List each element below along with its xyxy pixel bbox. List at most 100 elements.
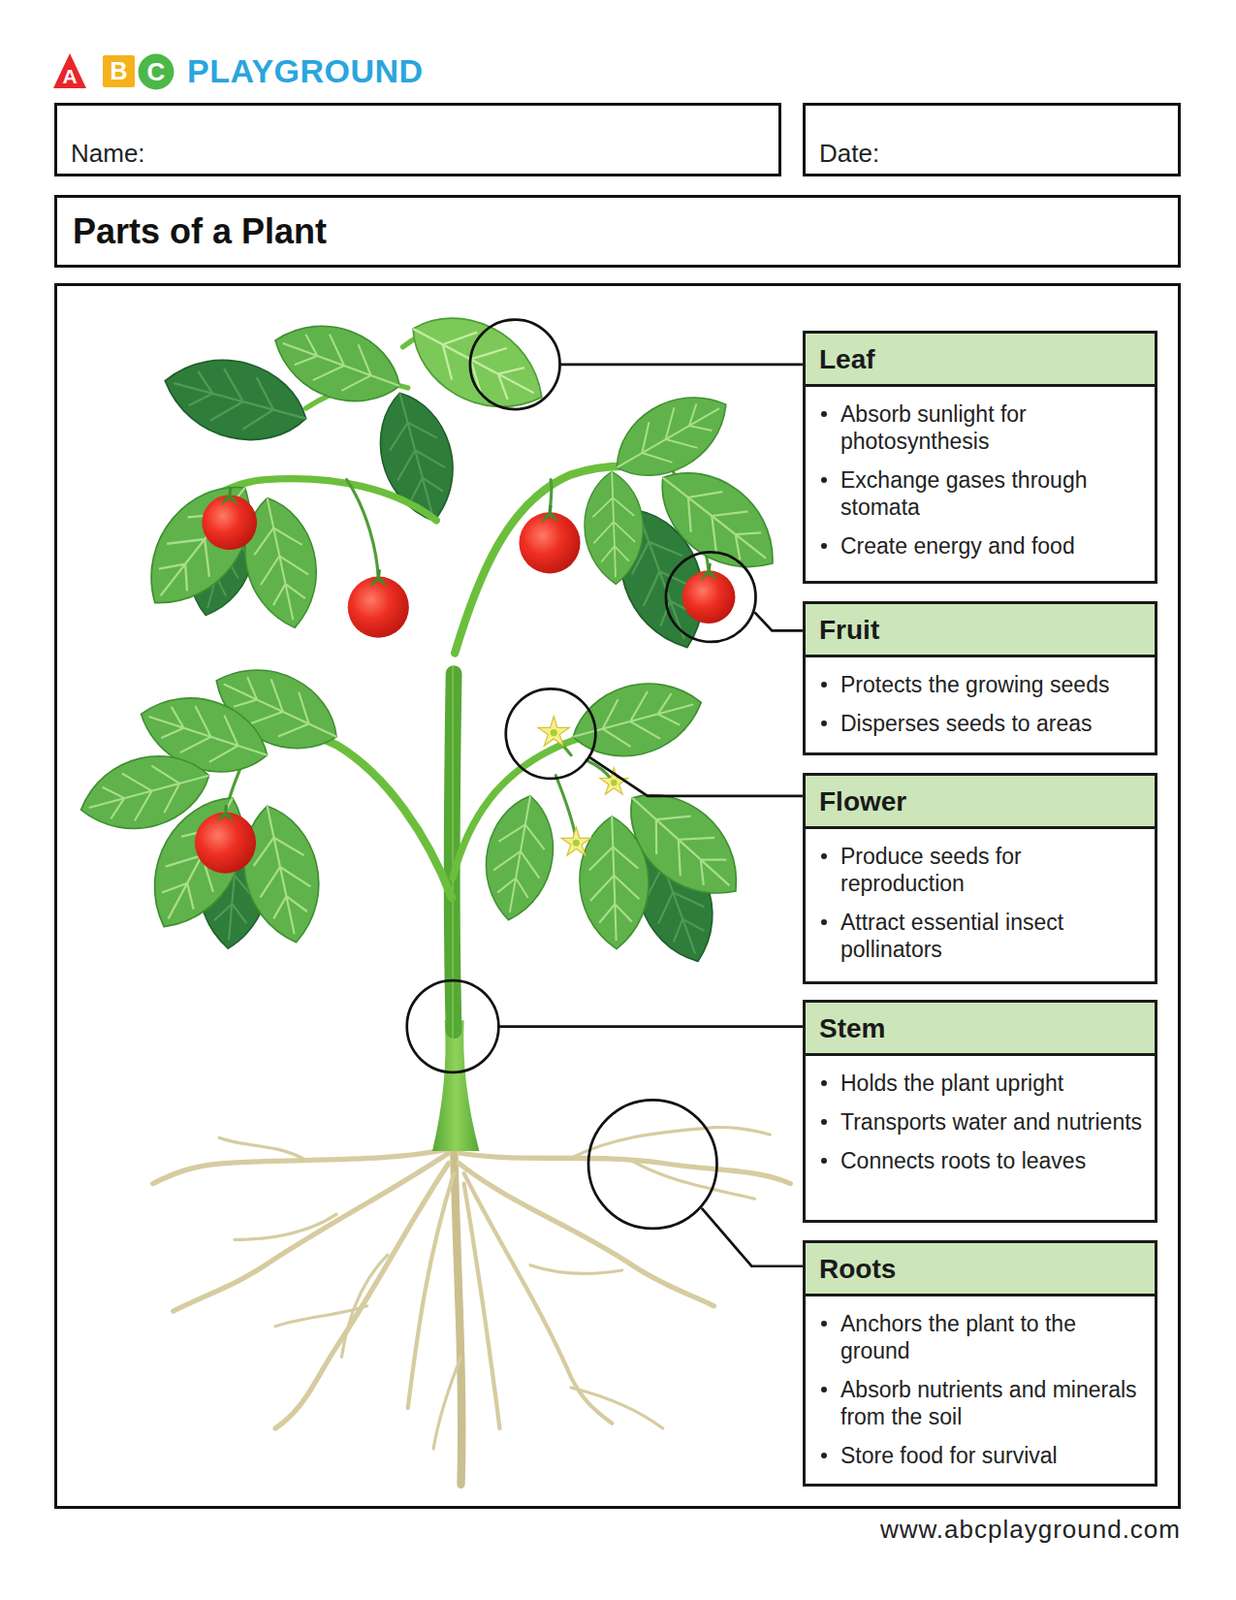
bullet-item: Absorb sunlight for photosynthesis [805, 400, 1147, 455]
bullet-item: Transports water and nutrients [805, 1108, 1147, 1136]
box-heading: Stem [819, 1011, 1141, 1046]
bullet-dot [821, 1452, 827, 1458]
info-box: LeafAbsorb sunlight for photosynthesisEx… [802, 330, 1158, 584]
bullet-item: Store food for survival [805, 1441, 1147, 1469]
leaves-front [582, 470, 645, 585]
logo-letter: A [52, 52, 88, 89]
leaves-front [395, 294, 561, 431]
box-header: Flower [805, 775, 1155, 829]
bullet-text: Produce seeds for reproduction [840, 842, 1147, 897]
roots [341, 1254, 387, 1357]
roots [408, 1172, 454, 1408]
box-header: Roots [805, 1242, 1155, 1297]
info-box: RootsAnchors the plant to the groundAbso… [802, 1239, 1158, 1487]
brand-word: PLAYGROUND [187, 51, 424, 91]
leaves-front [130, 780, 267, 946]
bullet-dot [821, 476, 827, 483]
box-heading: Roots [819, 1251, 1141, 1286]
leaves-front [564, 668, 710, 770]
tomatoes [348, 576, 410, 638]
bullet-text: Protects the growing seeds [840, 670, 1147, 698]
leaves-front [475, 790, 563, 926]
logo-letter: C [137, 53, 175, 91]
flowers [561, 826, 591, 856]
box-header: Leaf [805, 333, 1155, 387]
bullet-dot [821, 1118, 827, 1125]
bullet-dot [821, 542, 827, 549]
roots [570, 1387, 664, 1428]
callout-circles [407, 319, 757, 1229]
bullet-item: Disperses seeds to areas [805, 709, 1147, 737]
logo-letter: B [102, 55, 135, 88]
flowers [538, 716, 628, 856]
roots [153, 1127, 791, 1485]
bullet-text: Create energy and food [840, 532, 1147, 560]
box-body: Absorb sunlight for photosynthesisExchan… [805, 386, 1155, 571]
bullet-dot [821, 1079, 827, 1086]
leaves-front [640, 448, 795, 592]
box-body: Protects the growing seedsDisperses seed… [805, 657, 1155, 749]
box-heading: Fruit [819, 612, 1141, 647]
tomatoes [194, 812, 256, 874]
bullet-text: Connects roots to leaves [840, 1146, 1147, 1174]
tomatoes [212, 804, 239, 824]
roots [570, 1127, 770, 1159]
tomatoes [695, 563, 722, 582]
roots [433, 1356, 461, 1449]
bullet-item: Attract essential insect pollinators [805, 908, 1147, 963]
box-body: Produce seeds for reproductionAttract es… [805, 828, 1155, 975]
bullet-dot [821, 411, 827, 417]
bullet-text: Store food for survival [840, 1441, 1147, 1469]
info-box: FlowerProduce seeds for reproductionAttr… [802, 772, 1158, 984]
roots [219, 1137, 306, 1160]
box-header: Stem [805, 1002, 1155, 1056]
bullet-dot [821, 1157, 827, 1164]
logo-square [102, 55, 135, 88]
bullet-item: Absorb nutrients and minerals from the s… [805, 1375, 1147, 1430]
bullet-text: Absorb sunlight for photosynthesis [840, 400, 1147, 455]
box-body: Anchors the plant to the groundAbsorb nu… [805, 1296, 1155, 1481]
logo-letter-badge: C [137, 53, 175, 91]
callout-circles [506, 688, 597, 779]
bullet-text: Attract essential insect pollinators [840, 908, 1147, 963]
bullet-dot [821, 720, 827, 727]
logo-circle [138, 54, 175, 91]
bullet-item: Exchange gases through stomata [805, 466, 1147, 521]
roots [464, 1172, 613, 1424]
stems [432, 1019, 479, 1151]
leader-lines [701, 1207, 803, 1267]
tomatoes [536, 505, 563, 524]
flowers [538, 716, 570, 746]
website-url: www.abcplayground.com [880, 1513, 1181, 1545]
stems [454, 466, 664, 654]
roots [234, 1213, 337, 1239]
roots [530, 1265, 623, 1274]
bullet-dot [821, 853, 827, 859]
leaves-front [263, 308, 412, 419]
bullet-item: Produce seeds for reproduction [805, 842, 1147, 897]
field-label: Name: [70, 137, 146, 169]
callout-circles [470, 319, 561, 411]
box-heading: Leaf [819, 342, 1141, 377]
roots [453, 1141, 462, 1484]
leader-lines [754, 611, 802, 631]
bullet-text: Anchors the plant to the ground [840, 1309, 1147, 1364]
leader-lines [498, 364, 802, 1267]
stems [347, 479, 380, 580]
title-box: Parts of a Plant [54, 194, 1181, 268]
leader-lines [560, 362, 803, 366]
tomatoes [365, 569, 392, 588]
leader-lines [589, 757, 803, 796]
tomatoes [201, 494, 257, 550]
bullet-text: Disperses seeds to areas [840, 709, 1147, 737]
tomatoes [518, 511, 580, 573]
roots [632, 1160, 755, 1199]
leaves-front [71, 294, 795, 950]
bullet-item: Holds the plant upright [805, 1069, 1147, 1097]
bullet-item: Create energy and food [805, 532, 1147, 560]
stems [555, 775, 576, 840]
bullet-dot [821, 919, 827, 925]
entry-field: Date: [802, 102, 1181, 177]
bullet-item: Connects roots to leaves [805, 1146, 1147, 1174]
